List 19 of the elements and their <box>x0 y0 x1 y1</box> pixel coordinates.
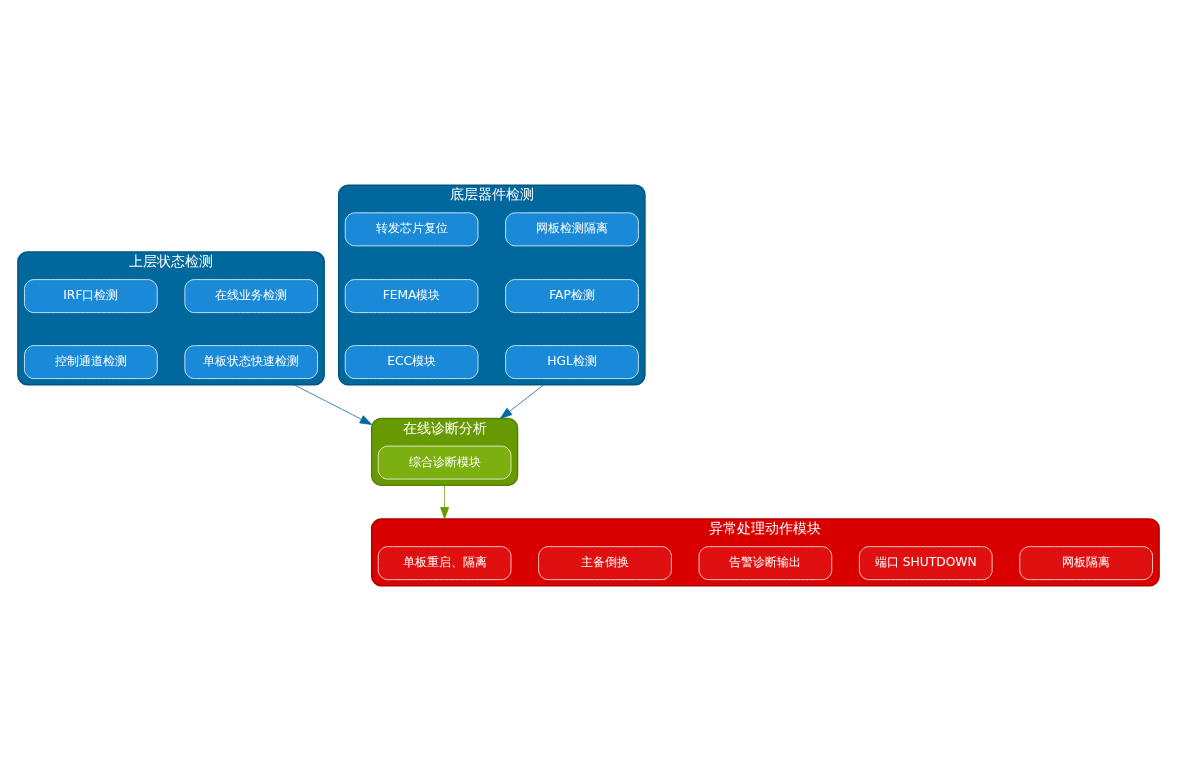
arrow <box>293 383 373 425</box>
node-box: IRF口检测 <box>24 278 158 313</box>
node-box: 主备倒换 <box>538 545 672 580</box>
node-box: FAP检测 <box>505 278 639 313</box>
node-box: FEMA模块 <box>344 278 479 313</box>
node-box: 在线业务检测 <box>184 278 318 313</box>
node-box: 控制通道检测 <box>24 344 158 379</box>
node-box: 告警诊断输出 <box>698 545 833 580</box>
arrow <box>500 383 545 419</box>
node-box: 网板检测隔离 <box>505 211 639 246</box>
arrow <box>440 484 450 519</box>
node-box: 网板隔离 <box>1019 545 1153 580</box>
node-box: 单板状态快速检测 <box>184 344 318 379</box>
node-box: HGL检测 <box>505 344 639 379</box>
node-box: 单板重启、隔离 <box>377 545 512 580</box>
node-box: 综合诊断模块 <box>377 445 512 479</box>
node-box: ECC模块 <box>344 344 479 379</box>
node-box: 端口 SHUTDOWN <box>859 545 993 580</box>
node-box: 转发芯片复位 <box>344 211 479 246</box>
